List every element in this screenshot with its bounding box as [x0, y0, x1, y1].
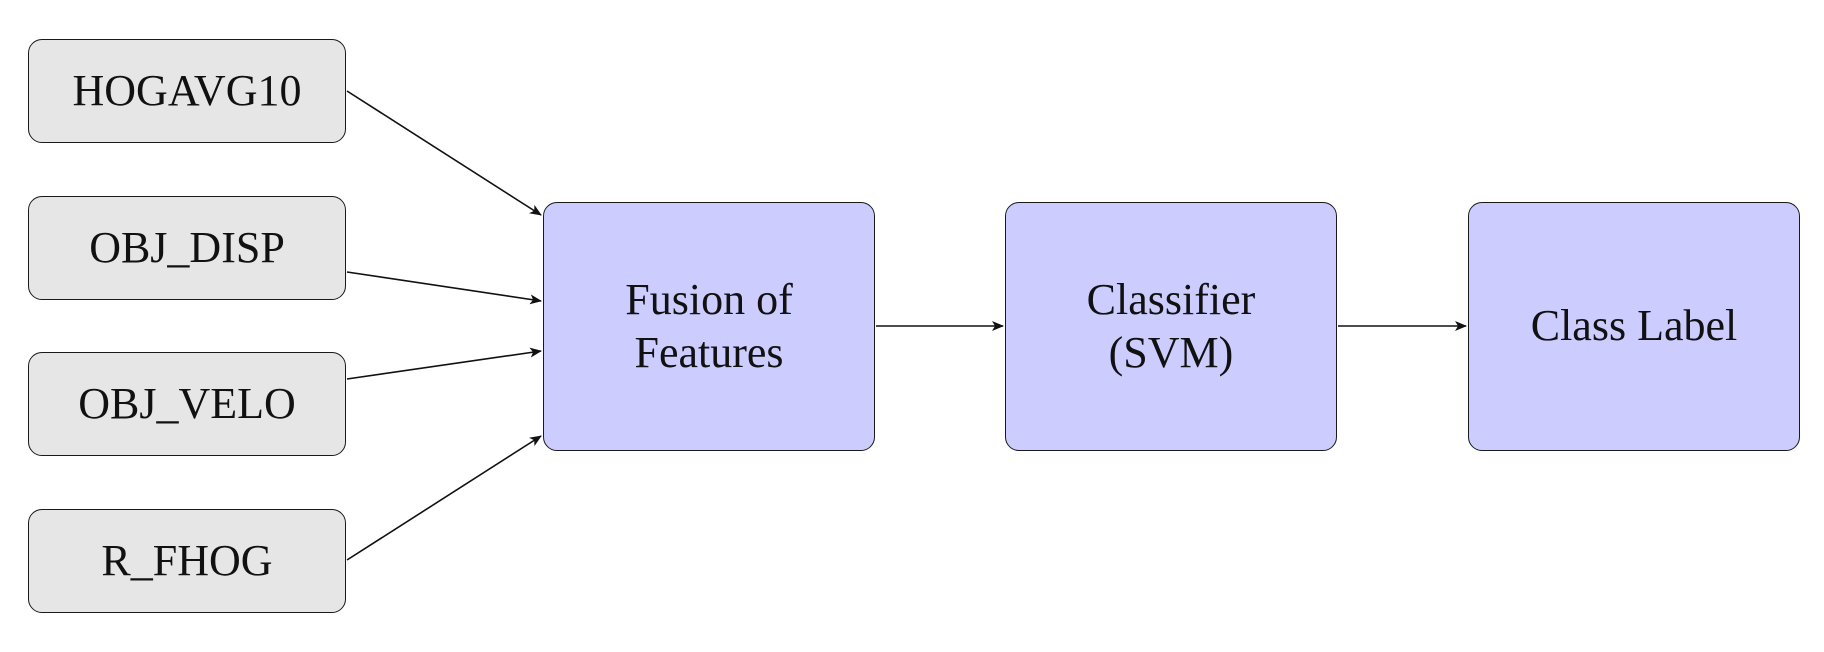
class-label-box: Class Label [1468, 202, 1800, 451]
stage-label: Classifier (SVM) [1086, 274, 1256, 377]
stage-label: Class Label [1530, 301, 1738, 351]
arrow-obj-disp-to-fusion [346, 271, 542, 305]
input-obj-velo-box: OBJ_VELO [28, 352, 346, 456]
input-label: OBJ_DISP [89, 222, 285, 272]
stage-label: Fusion of Features [625, 274, 793, 377]
input-label: R_FHOG [101, 535, 273, 585]
input-r-fhog-box: R_FHOG [28, 509, 346, 613]
fusion-of-features-box: Fusion of Features [543, 202, 875, 451]
input-label: HOGAVG10 [72, 65, 302, 115]
input-label: OBJ_VELO [78, 378, 296, 428]
input-hogavg10-box: HOGAVG10 [28, 39, 346, 143]
arrow-hogavg10-to-fusion [346, 90, 542, 216]
arrow-obj-velo-to-fusion [346, 347, 542, 380]
classifier-svm-box: Classifier (SVM) [1005, 202, 1337, 451]
input-obj-disp-box: OBJ_DISP [28, 196, 346, 300]
arrow-r-fhog-to-fusion [346, 435, 542, 561]
